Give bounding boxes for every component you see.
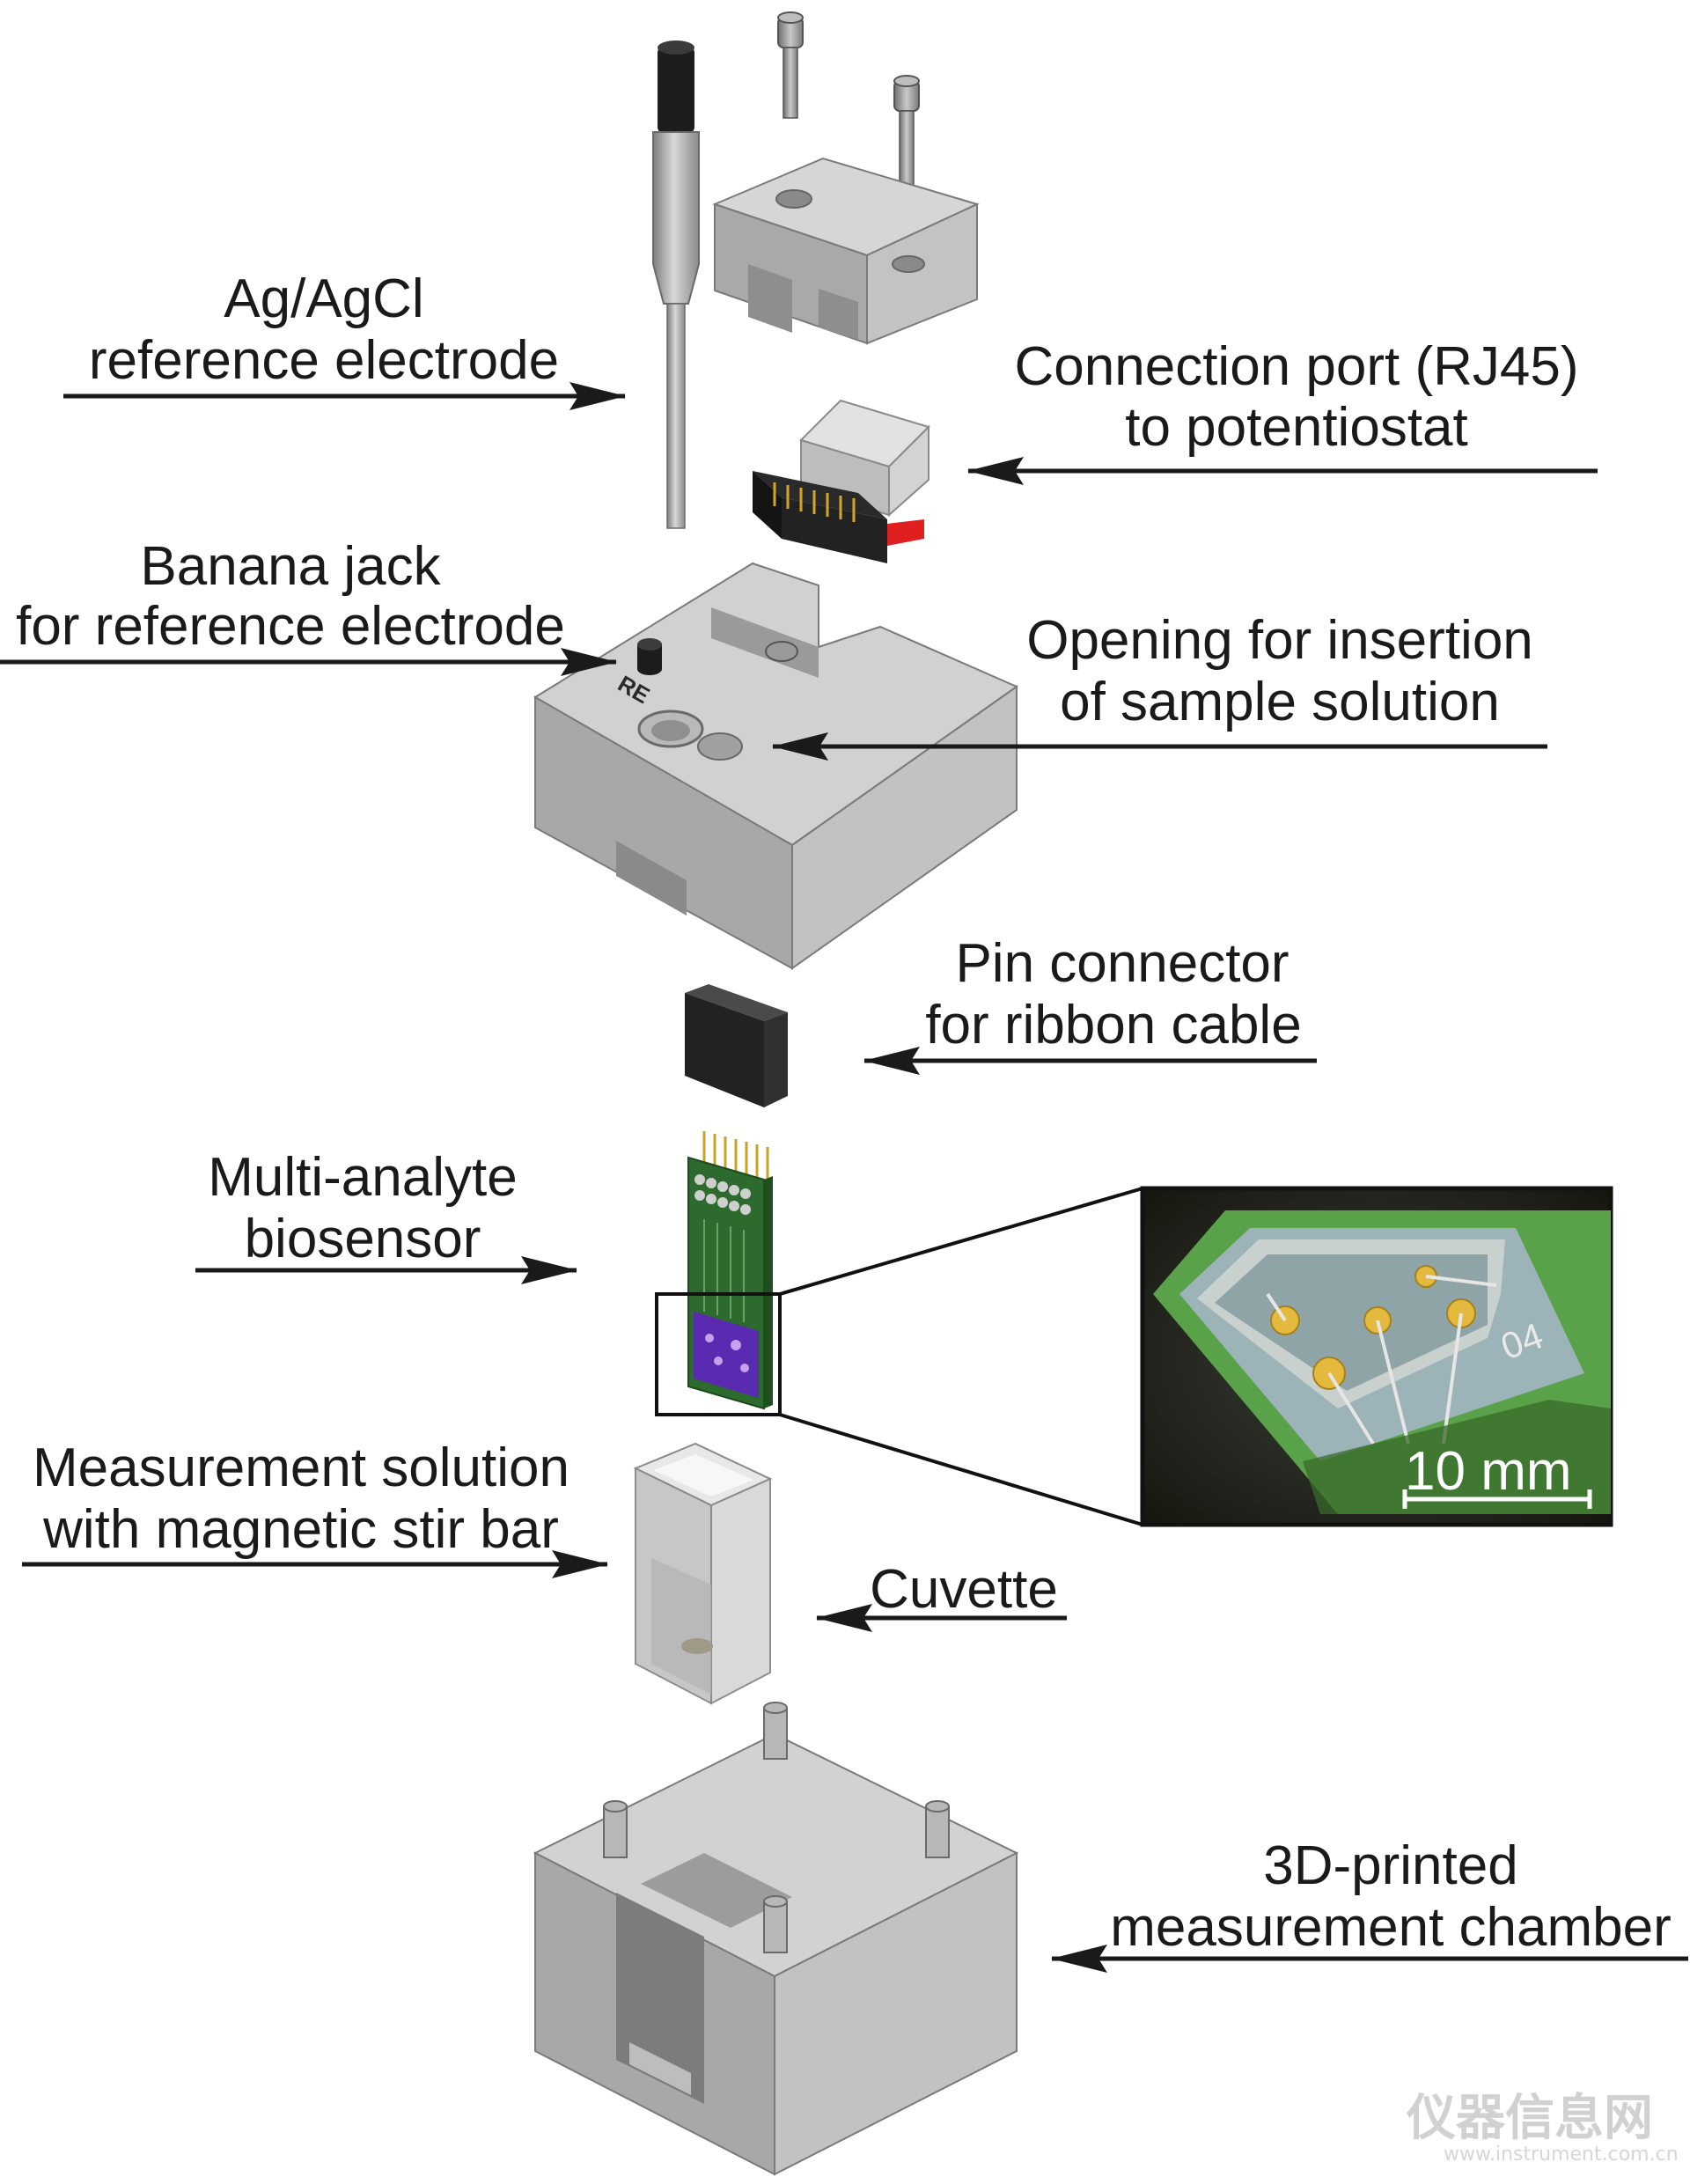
main-housing-block — [533, 562, 1019, 970]
label-chamber-line1: 3D-printed — [1263, 1835, 1517, 1896]
label-ref-electrode-line2: reference electrode — [89, 330, 559, 391]
rj45-connection-port — [753, 399, 930, 563]
label-connection-port-line2: to potentiostat — [1125, 397, 1468, 458]
label-chamber-line2: measurement chamber — [1110, 1897, 1672, 1958]
label-measurement-solution-line2: with magnetic stir bar — [42, 1499, 559, 1560]
biosensor-photo: 04 — [1140, 1186, 1613, 1527]
label-measurement-solution-line1: Measurement solution — [33, 1438, 569, 1498]
scale-bar-label: 10 mm — [1405, 1441, 1571, 1502]
label-biosensor-line1: Multi-analyte — [208, 1147, 517, 1208]
zoom-line-bottom — [779, 1413, 1143, 1526]
label-banana-jack-line1: Banana jack — [140, 536, 441, 597]
label-opening-line2: of sample solution — [1060, 672, 1500, 732]
screw-bolt-right — [893, 75, 920, 193]
screw-bolt-left — [777, 11, 804, 119]
label-opening-line1: Opening for insertion — [1026, 610, 1533, 671]
label-pin-connector-line2: for ribbon cable — [925, 995, 1301, 1055]
cuvette — [633, 1442, 773, 1705]
label-biosensor-line2: biosensor — [245, 1209, 481, 1269]
label-ref-electrode-line1: Ag/AgCl — [224, 268, 423, 329]
label-connection-port-line1: Connection port (RJ45) — [1015, 336, 1579, 397]
scale-bar: 10 mm — [1402, 1441, 1592, 1509]
banana-jack — [637, 638, 662, 675]
label-cuvette: Cuvette — [870, 1559, 1058, 1620]
zoom-line-top — [779, 1187, 1143, 1296]
watermark-text: 仪器信息网 — [1406, 2090, 1653, 2147]
reference-electrode — [652, 40, 700, 529]
measurement-chamber — [533, 1702, 1019, 2176]
watermark: 仪器信息网 www.instrument.com.cn — [1406, 2090, 1679, 2166]
multi-analyte-biosensor — [687, 1131, 773, 1410]
top-clamp-block — [712, 157, 980, 345]
watermark-url: www.instrument.com.cn — [1444, 2144, 1679, 2166]
zoom-region-box — [655, 1292, 782, 1416]
label-pin-connector-line1: Pin connector — [955, 933, 1289, 994]
label-banana-jack-line2: for reference electrode — [16, 596, 565, 657]
pin-connector — [685, 984, 788, 1107]
